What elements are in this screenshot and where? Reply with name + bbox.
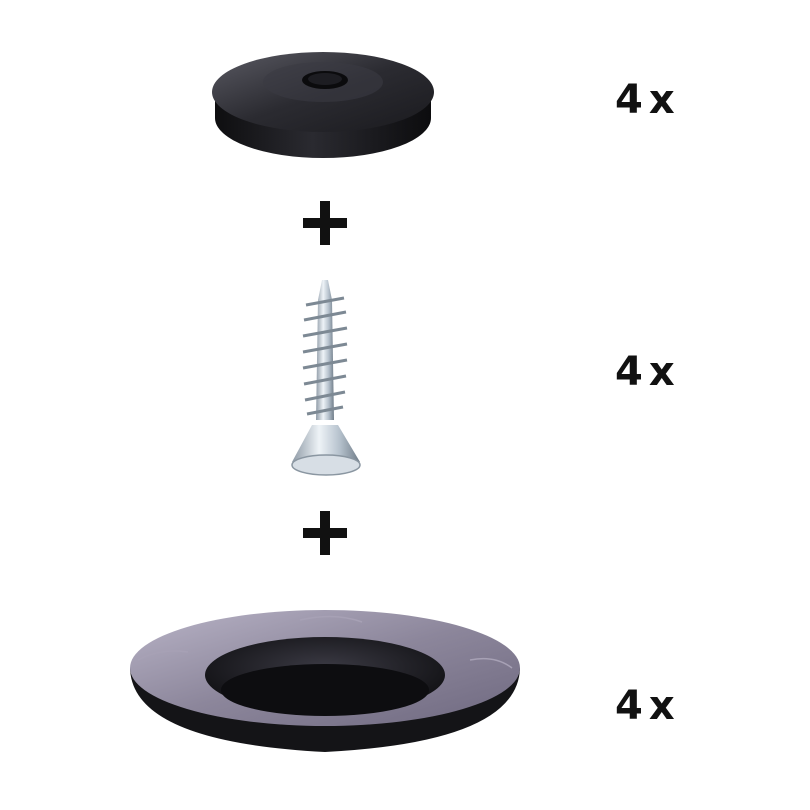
- plus-icon: [300, 508, 350, 558]
- washer-quantity-label: 4x: [615, 77, 681, 123]
- screw-quantity-label: 4x: [615, 349, 681, 395]
- rubber-washer-icon: [212, 52, 434, 158]
- cup-quantity-label: 4x: [615, 683, 681, 729]
- plus-icon: [300, 198, 350, 248]
- rubber-cup-icon: [130, 610, 520, 752]
- screw-icon: [291, 280, 361, 476]
